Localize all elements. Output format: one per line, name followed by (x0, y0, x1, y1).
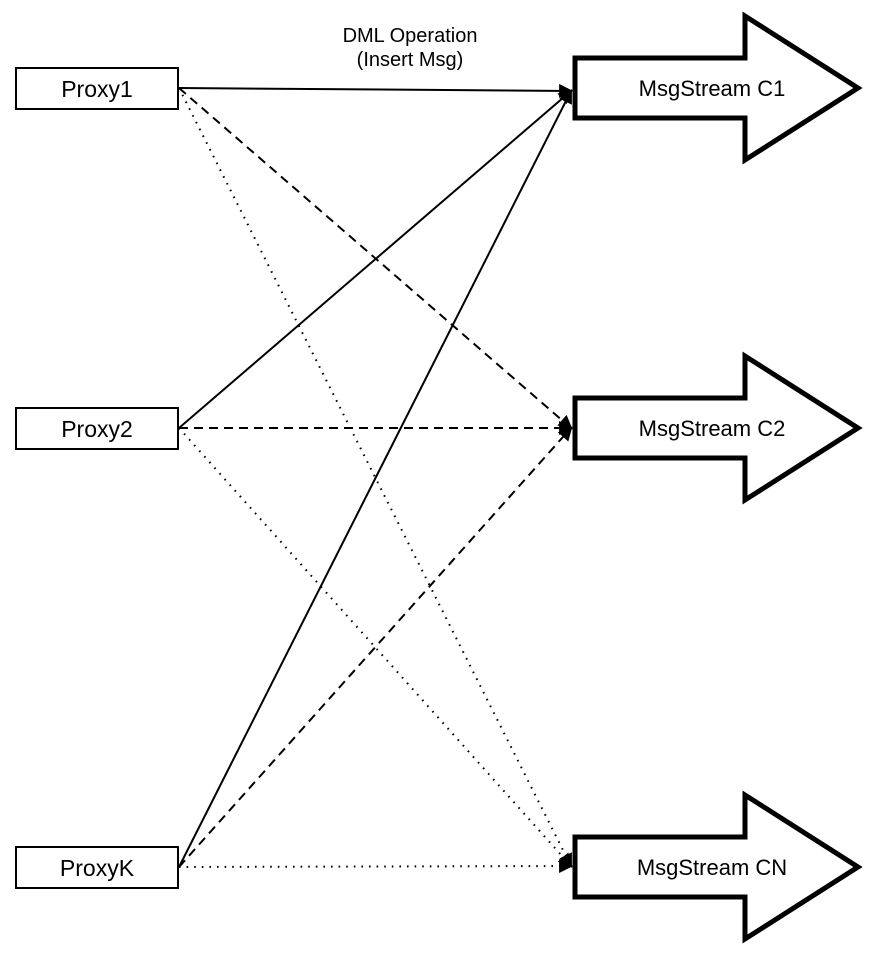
node-msgstream-cn: MsgStream CN (572, 790, 863, 944)
msgstream-c1-arrow-shape (572, 11, 863, 165)
node-proxy1: Proxy1 (15, 67, 179, 110)
msgstream-c2-arrow-shape (572, 351, 863, 505)
node-msgstream-c2: MsgStream C2 (572, 351, 863, 505)
edge-proxy2-c1 (178, 89, 573, 429)
edge-proxy1-c2 (178, 87, 573, 430)
proxy2-label: Proxy2 (61, 416, 133, 442)
edge-annotation-line1: DML Operation (343, 25, 478, 47)
node-proxy2: Proxy2 (15, 407, 179, 450)
edge-annotation-line2: (Insert Msg) (357, 49, 464, 71)
edge-proxy1-cn (178, 87, 572, 868)
node-proxyk: ProxyK (15, 846, 179, 889)
msgstream-c2-label: MsgStream C2 (639, 416, 786, 441)
proxy1-label: Proxy1 (61, 76, 133, 102)
proxy2-box (15, 407, 179, 450)
edges-layer (178, 83, 574, 874)
msgstream-cn-arrow-shape (572, 790, 863, 944)
proxy1-box (15, 67, 179, 110)
proxyk-label: ProxyK (60, 855, 135, 881)
edge-proxy1-c1 (178, 83, 574, 98)
proxyk-box (15, 846, 179, 889)
node-msgstream-c1: MsgStream C1 (572, 11, 863, 165)
msgstream-c1-label: MsgStream C1 (639, 76, 786, 101)
edge-proxyk-c2 (178, 426, 573, 868)
edge-proxyk-c1 (178, 89, 572, 868)
msgstream-cn-label: MsgStream CN (637, 855, 787, 880)
edge-proxyk-cn (178, 859, 574, 874)
